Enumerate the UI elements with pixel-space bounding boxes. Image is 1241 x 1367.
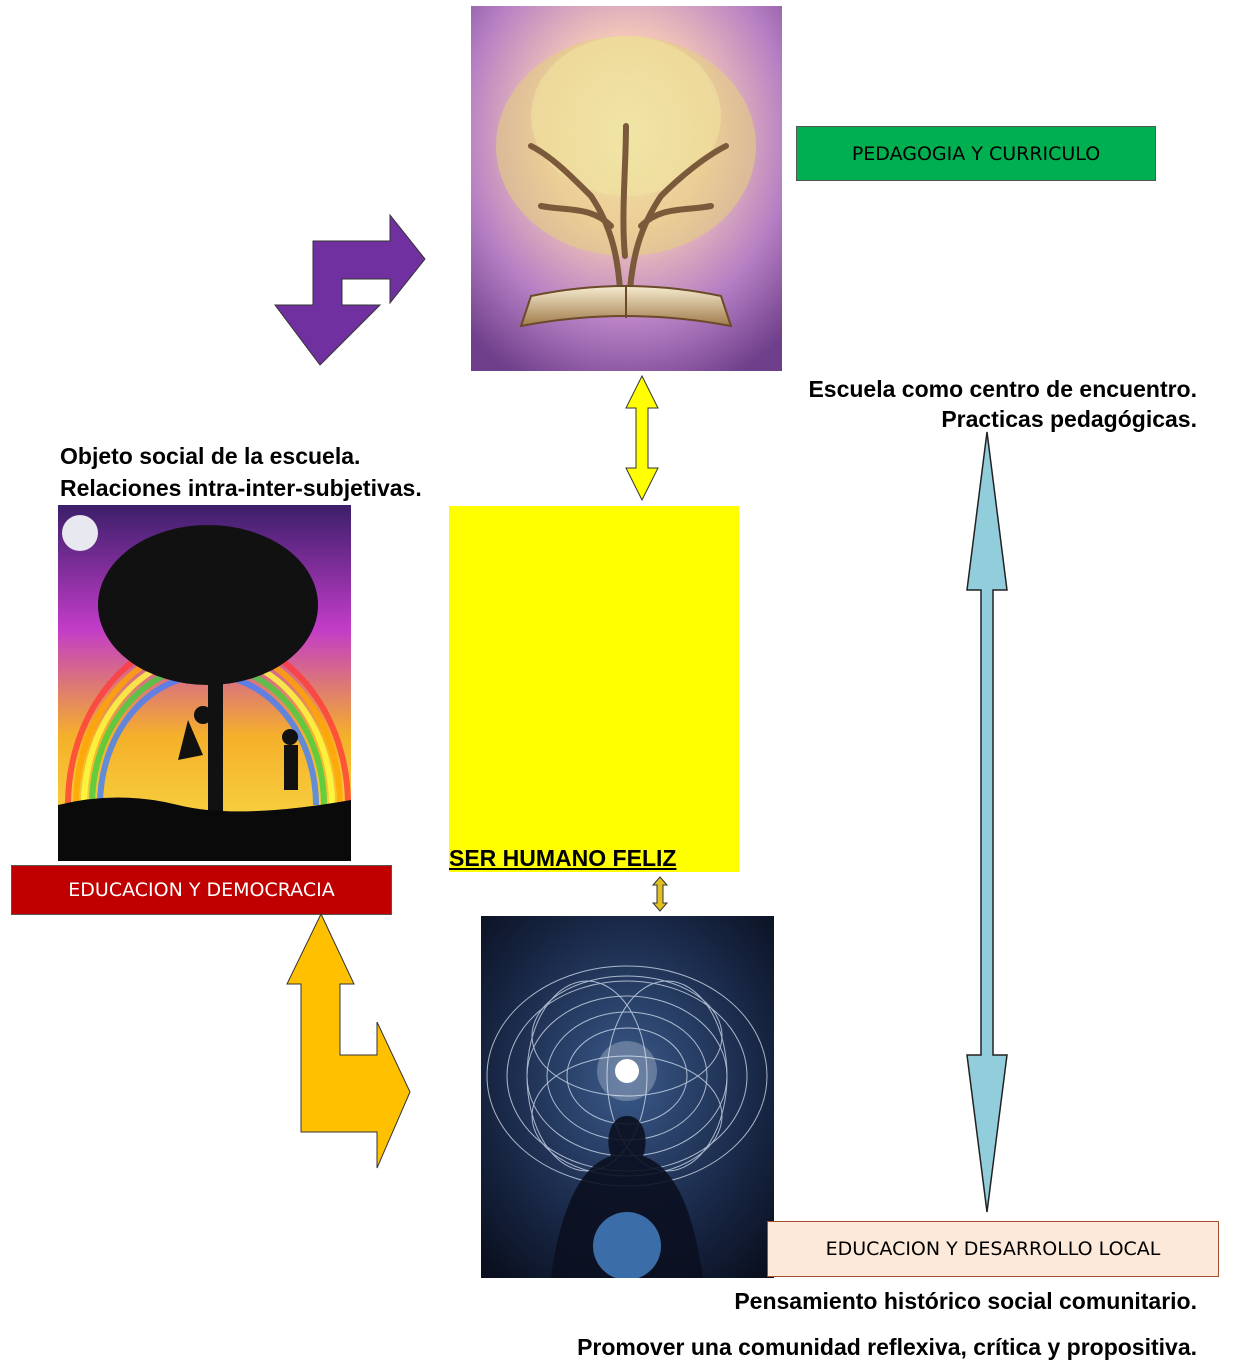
yellow-double-arrow-small xyxy=(651,876,669,912)
ser-humano-feliz-label: SER HUMANO FELIZ xyxy=(449,845,677,871)
tree-book-image xyxy=(471,6,782,371)
promover-text: Promover una comunidad reflexiva, crític… xyxy=(577,1334,1197,1360)
ser-humano-feliz-box: SER HUMANO FELIZ xyxy=(449,506,739,872)
objeto-line-2: Relaciones intra-inter-subjetivas. xyxy=(60,475,422,501)
escuela-line-2: Practicas pedagógicas. xyxy=(941,406,1197,432)
pedagogia-curriculo-label: PEDAGOGIA Y CURRICULO xyxy=(851,142,1101,165)
lightblue-double-arrow xyxy=(966,431,1008,1213)
escuela-text: Escuela como centro de encuentro. Practi… xyxy=(660,374,1197,434)
objeto-line-1: Objeto social de la escuela. xyxy=(60,443,361,469)
gold-bent-arrow xyxy=(286,912,411,1169)
pedagogia-curriculo-box: PEDAGOGIA Y CURRICULO xyxy=(796,126,1156,181)
objeto-social-text: Objeto social de la escuela. Relaciones … xyxy=(60,440,422,504)
educacion-desarrollo-label: EDUCACION Y DESARROLLO LOCAL xyxy=(825,1238,1161,1260)
rainbow-silhouette-image xyxy=(58,505,351,861)
cosmic-sphere-image xyxy=(481,916,774,1278)
escuela-line-1: Escuela como centro de encuentro. xyxy=(808,376,1197,402)
purple-bent-arrow xyxy=(274,213,426,366)
educacion-democracia-box: EDUCACION Y DEMOCRACIA xyxy=(11,865,392,915)
pensamiento-text: Pensamiento histórico social comunitario… xyxy=(734,1288,1197,1314)
educacion-democracia-label: EDUCACION Y DEMOCRACIA xyxy=(68,879,335,901)
yellow-double-arrow-top xyxy=(625,374,659,502)
educacion-desarrollo-box: EDUCACION Y DESARROLLO LOCAL xyxy=(767,1221,1219,1277)
